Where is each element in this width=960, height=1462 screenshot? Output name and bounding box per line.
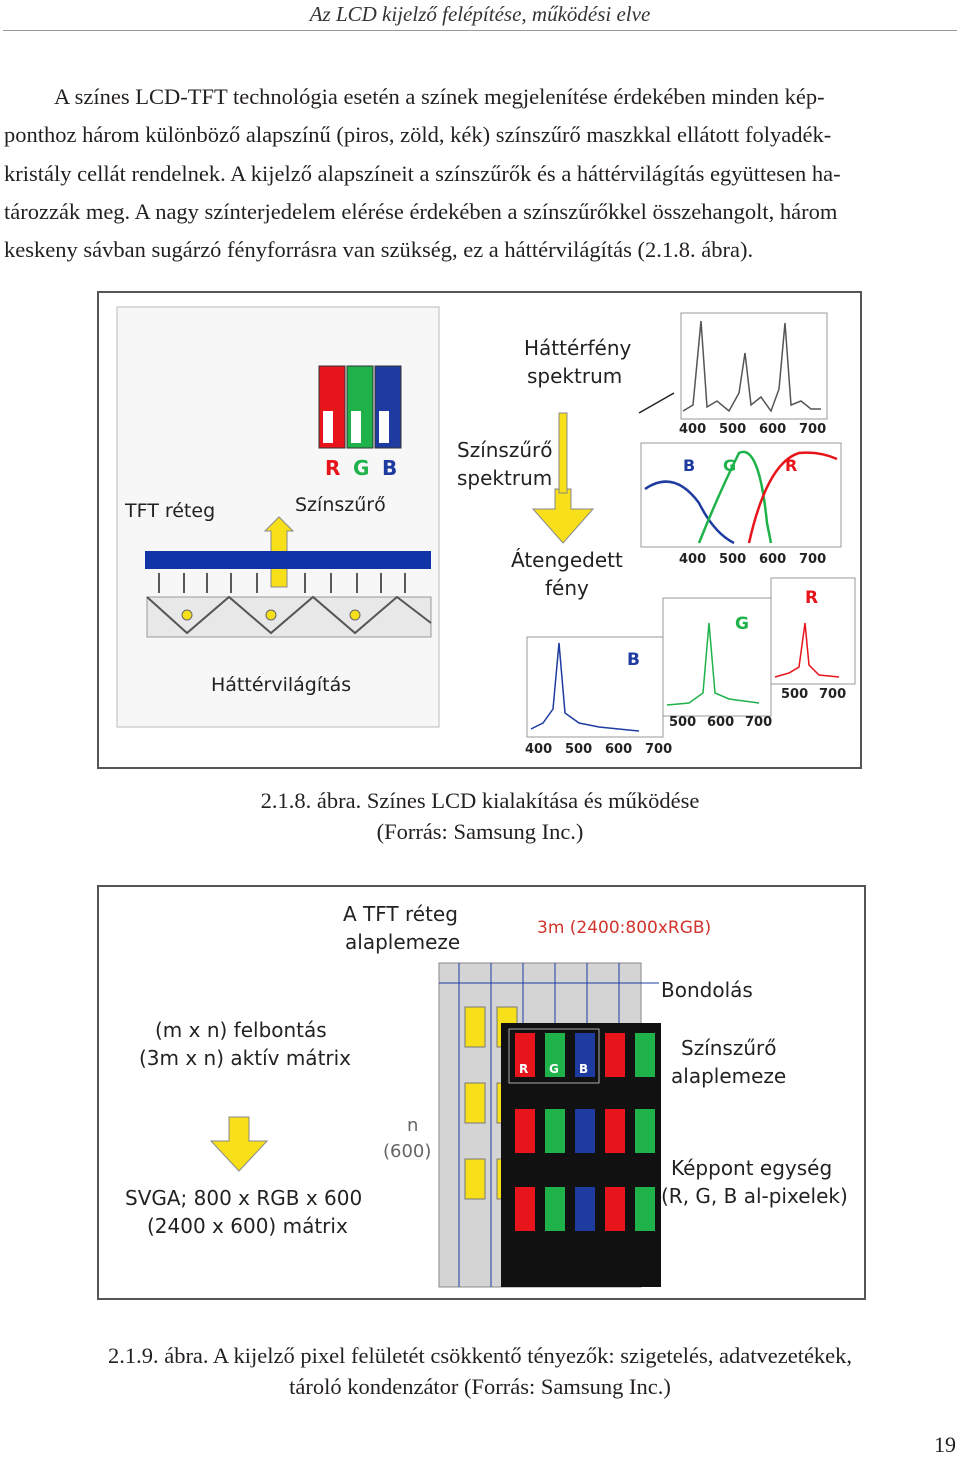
header-rule	[3, 30, 957, 31]
svg-text:B: B	[579, 1062, 588, 1076]
n-label: n	[407, 1115, 418, 1136]
rgb-label-r: R	[325, 456, 340, 480]
down-arrow-icon	[209, 1116, 269, 1172]
paragraph-line: tározzák meg. A nagy színterjedelem elér…	[4, 198, 838, 224]
svg-text:R: R	[519, 1062, 528, 1076]
figure-pixel-matrix: A TFT réteg alaplemeze 3m (2400:800xRGB)…	[97, 885, 866, 1300]
svg-text:500: 500	[719, 552, 746, 567]
svg-text:700: 700	[799, 422, 826, 437]
n-value-label: (600)	[383, 1141, 431, 1162]
paragraph-line: ponthoz három különböző alapszínű (piros…	[4, 122, 832, 148]
svg-text:400: 400	[679, 422, 706, 437]
backlight-label: Háttérvilágítás	[211, 674, 351, 696]
caption-line: tároló kondenzátor (Forrás: Samsung Inc.…	[289, 1374, 671, 1399]
backlight-spectrum-chart	[680, 312, 828, 420]
svg-text:500: 500	[565, 742, 592, 757]
svg-text:700: 700	[799, 552, 826, 567]
bonding-label: Bondolás	[661, 978, 753, 1002]
svg-text:600: 600	[759, 552, 786, 567]
blue-transmitted-chart	[526, 636, 664, 738]
svg-text:B: B	[627, 650, 640, 670]
caption-line: 2.1.9. ábra. A kijelző pixel felületét c…	[107, 1343, 853, 1368]
svg-text:600: 600	[707, 715, 734, 730]
color-filter-label: Színszűrő	[295, 494, 386, 516]
backlight-lamps	[181, 609, 361, 621]
rgb-label-b: B	[382, 456, 397, 480]
running-header: Az LCD kijelző felépítése, működési elve	[309, 2, 651, 26]
svga-label-2: (2400 x 600) mátrix	[147, 1214, 348, 1238]
paragraph-line: keskeny sávban sugárzó fényforrásra van …	[4, 237, 754, 263]
paragraph-line: kristály cellát rendelnek. A kijelző ala…	[4, 160, 841, 186]
pixel-unit-label-1: Képpont egység	[671, 1156, 832, 1180]
figure-pixel-svg: A TFT réteg alaplemeze 3m (2400:800xRGB)…	[125, 902, 848, 1288]
resolution-label: 3m (2400:800xRGB)	[537, 918, 711, 938]
light-arrows	[158, 573, 406, 593]
svg-text:500: 500	[719, 422, 746, 437]
rgb-label-g: G	[353, 456, 369, 480]
pixel-unit-label-2: (R, G, B al-pixelek)	[661, 1184, 848, 1208]
down-arrow-icon	[531, 488, 595, 544]
tft-plate-label-2: alaplemeze	[345, 930, 460, 954]
svg-text:B: B	[683, 456, 695, 475]
page-number: 19	[934, 1432, 956, 1457]
filter-spectrum-chart	[640, 442, 842, 548]
red-transmitted-chart	[770, 577, 856, 685]
body-paragraph: A színes LCD-TFT technológia esetén a sz…	[4, 78, 956, 269]
pixel-unit-outline	[508, 1028, 600, 1084]
figure-lcd-structure: R G B TFT réteg Színszűrő Háttérvilágítá…	[97, 291, 862, 769]
tft-blue-layer	[145, 551, 431, 569]
figure-caption-2: 2.1.9. ábra. A kijelző pixel felületét c…	[0, 1340, 960, 1402]
svg-text:400: 400	[679, 552, 706, 567]
svg-text:600: 600	[605, 742, 632, 757]
svg-text:500: 500	[781, 687, 808, 702]
figure-caption-1: 2.1.8. ábra. Színes LCD kialakítása és m…	[0, 785, 960, 847]
svg-text:700: 700	[645, 742, 672, 757]
svg-text:700: 700	[745, 715, 772, 730]
svg-text:G: G	[549, 1062, 559, 1076]
rgb-filter-bars	[318, 365, 402, 449]
caption-line: (Forrás: Samsung Inc.)	[376, 819, 584, 844]
transmitted-label-1: Átengedett	[511, 548, 623, 572]
svg-text:500: 500	[669, 715, 696, 730]
green-transmitted-chart	[662, 597, 772, 717]
svg-text:400: 400	[525, 742, 552, 757]
transmitted-label-2: fény	[545, 576, 589, 600]
paragraph-line: A színes LCD-TFT technológia esetén a sz…	[54, 84, 825, 109]
backlight-spectrum-label-2: spektrum	[527, 364, 622, 388]
figure-lcd-svg: R G B TFT réteg Színszűrő Háttérvilágítá…	[116, 306, 856, 757]
filter-plate-label-1: Színszűrő	[681, 1036, 776, 1060]
caption-line: 2.1.8. ábra. Színes LCD kialakítása és m…	[260, 788, 700, 813]
svga-label-1: SVGA; 800 x RGB x 600	[125, 1186, 362, 1210]
svg-text:R: R	[785, 456, 797, 475]
mxn-label-2: (3m x n) aktív mátrix	[139, 1046, 351, 1070]
filter-plate-label-2: alaplemeze	[671, 1064, 786, 1088]
tft-layer-label: TFT réteg	[124, 500, 215, 522]
svg-text:600: 600	[759, 422, 786, 437]
svg-text:700: 700	[819, 687, 846, 702]
mxn-label-1: (m x n) felbontás	[155, 1018, 327, 1042]
tft-plate-label-1: A TFT réteg	[343, 902, 458, 926]
backlight-spectrum-label-1: Háttérfény	[524, 336, 632, 360]
svg-text:R: R	[805, 588, 818, 608]
filter-spectrum-label-1: Színszűrő	[457, 438, 552, 462]
svg-text:G: G	[735, 614, 749, 634]
color-subpixels	[515, 1033, 655, 1231]
filter-spectrum-label-2: spektrum	[457, 466, 552, 490]
svg-text:G: G	[723, 456, 736, 475]
backlight-reflector	[146, 595, 432, 635]
